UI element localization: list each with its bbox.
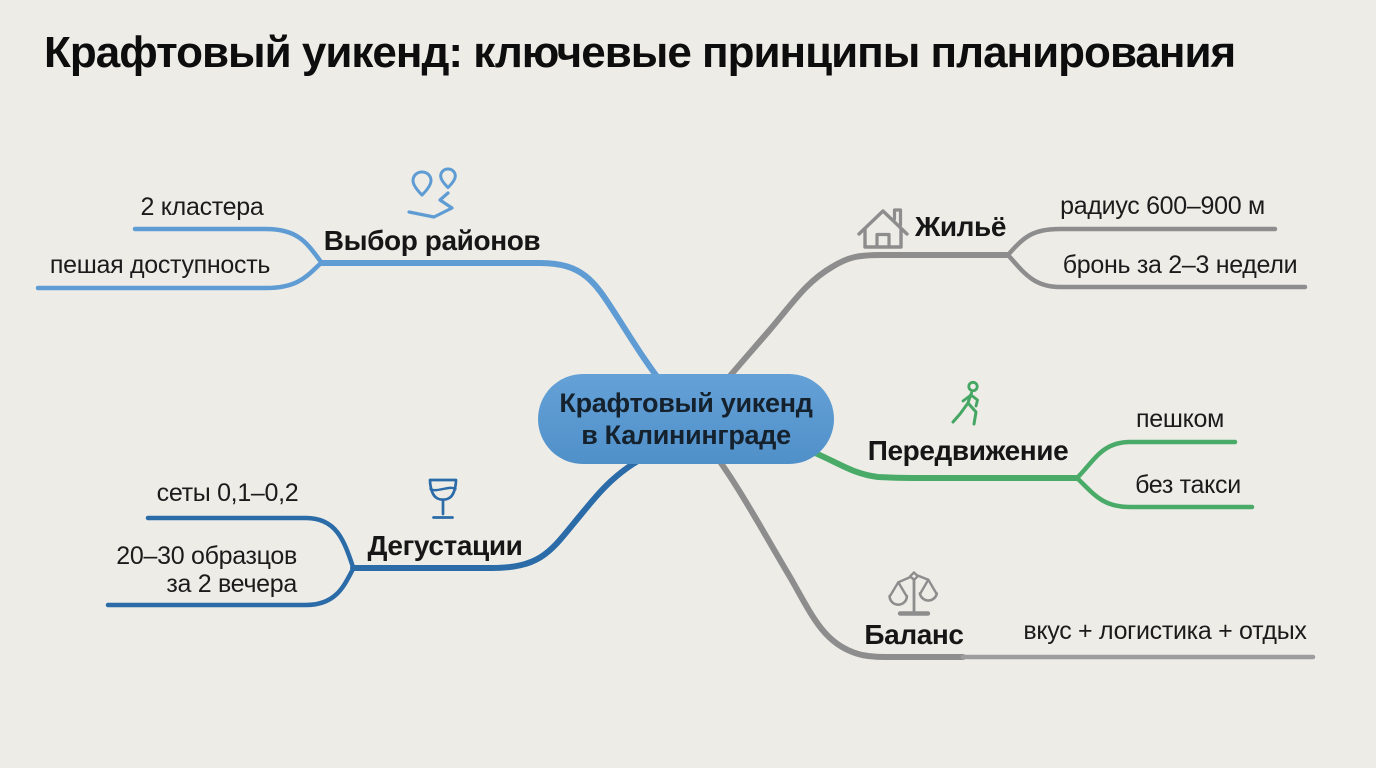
scales-icon bbox=[888, 571, 939, 616]
walking-person-icon bbox=[951, 380, 979, 426]
leaf-lodging-radius[interactable]: радиус 600–900 м bbox=[1060, 192, 1265, 220]
districts-leaf2-line bbox=[35, 260, 324, 291]
leaf-tastings-samples-line2: за 2 вечера bbox=[166, 570, 297, 598]
districts-leaf1-line bbox=[132, 226, 324, 265]
node-balance[interactable]: Баланс bbox=[864, 619, 964, 650]
leaf-balance-formula[interactable]: вкус + логистика + отдых bbox=[1023, 617, 1307, 645]
districts-branch-line bbox=[319, 260, 673, 397]
tastings-leaf2-line bbox=[105, 566, 356, 608]
leaf-movement-onfoot[interactable]: пешком bbox=[1135, 405, 1224, 433]
node-lodging[interactable]: Жильё bbox=[914, 211, 1007, 242]
central-node-line1: Крафтовый уикенд bbox=[559, 387, 813, 418]
node-districts[interactable]: Выбор районов bbox=[323, 225, 541, 256]
leaf-districts-clusters[interactable]: 2 кластера bbox=[140, 193, 264, 221]
leaf-tastings-samples-line1: 20–30 образцов bbox=[116, 542, 297, 570]
leaf-movement-notaxi[interactable]: без такси bbox=[1135, 471, 1241, 499]
balance-branch-line bbox=[710, 449, 966, 660]
central-node[interactable]: Крафтовый уикенд в Калининграде bbox=[538, 374, 834, 464]
central-node-line2: в Калининграде bbox=[581, 420, 791, 450]
house-icon bbox=[857, 208, 909, 249]
wine-glass-icon bbox=[428, 478, 458, 519]
tastings-branch-line bbox=[350, 450, 655, 571]
tastings-leaf1-line bbox=[145, 515, 356, 570]
leaf-tastings-sets[interactable]: сеты 0,1–0,2 bbox=[156, 479, 299, 507]
movement-branch-line bbox=[805, 447, 1080, 481]
leaf-tastings-samples[interactable]: 20–30 образцов за 2 вечера bbox=[95, 542, 297, 598]
node-tastings[interactable]: Дегустации bbox=[367, 530, 523, 561]
lodging-leaf1-line bbox=[1005, 226, 1278, 258]
node-movement[interactable]: Передвижение bbox=[867, 435, 1069, 466]
route-pins-icon bbox=[407, 167, 457, 219]
movement-leaf1-line bbox=[1074, 439, 1238, 481]
page-title: Крафтовый уикенд: ключевые принципы план… bbox=[44, 28, 1236, 77]
leaf-lodging-booking[interactable]: бронь за 2–3 недели bbox=[1062, 251, 1298, 279]
movement-leaf2-line bbox=[1074, 475, 1255, 510]
leaf-districts-walkability[interactable]: пешая доступность bbox=[49, 251, 271, 279]
lodging-leaf2-line bbox=[1005, 252, 1308, 290]
